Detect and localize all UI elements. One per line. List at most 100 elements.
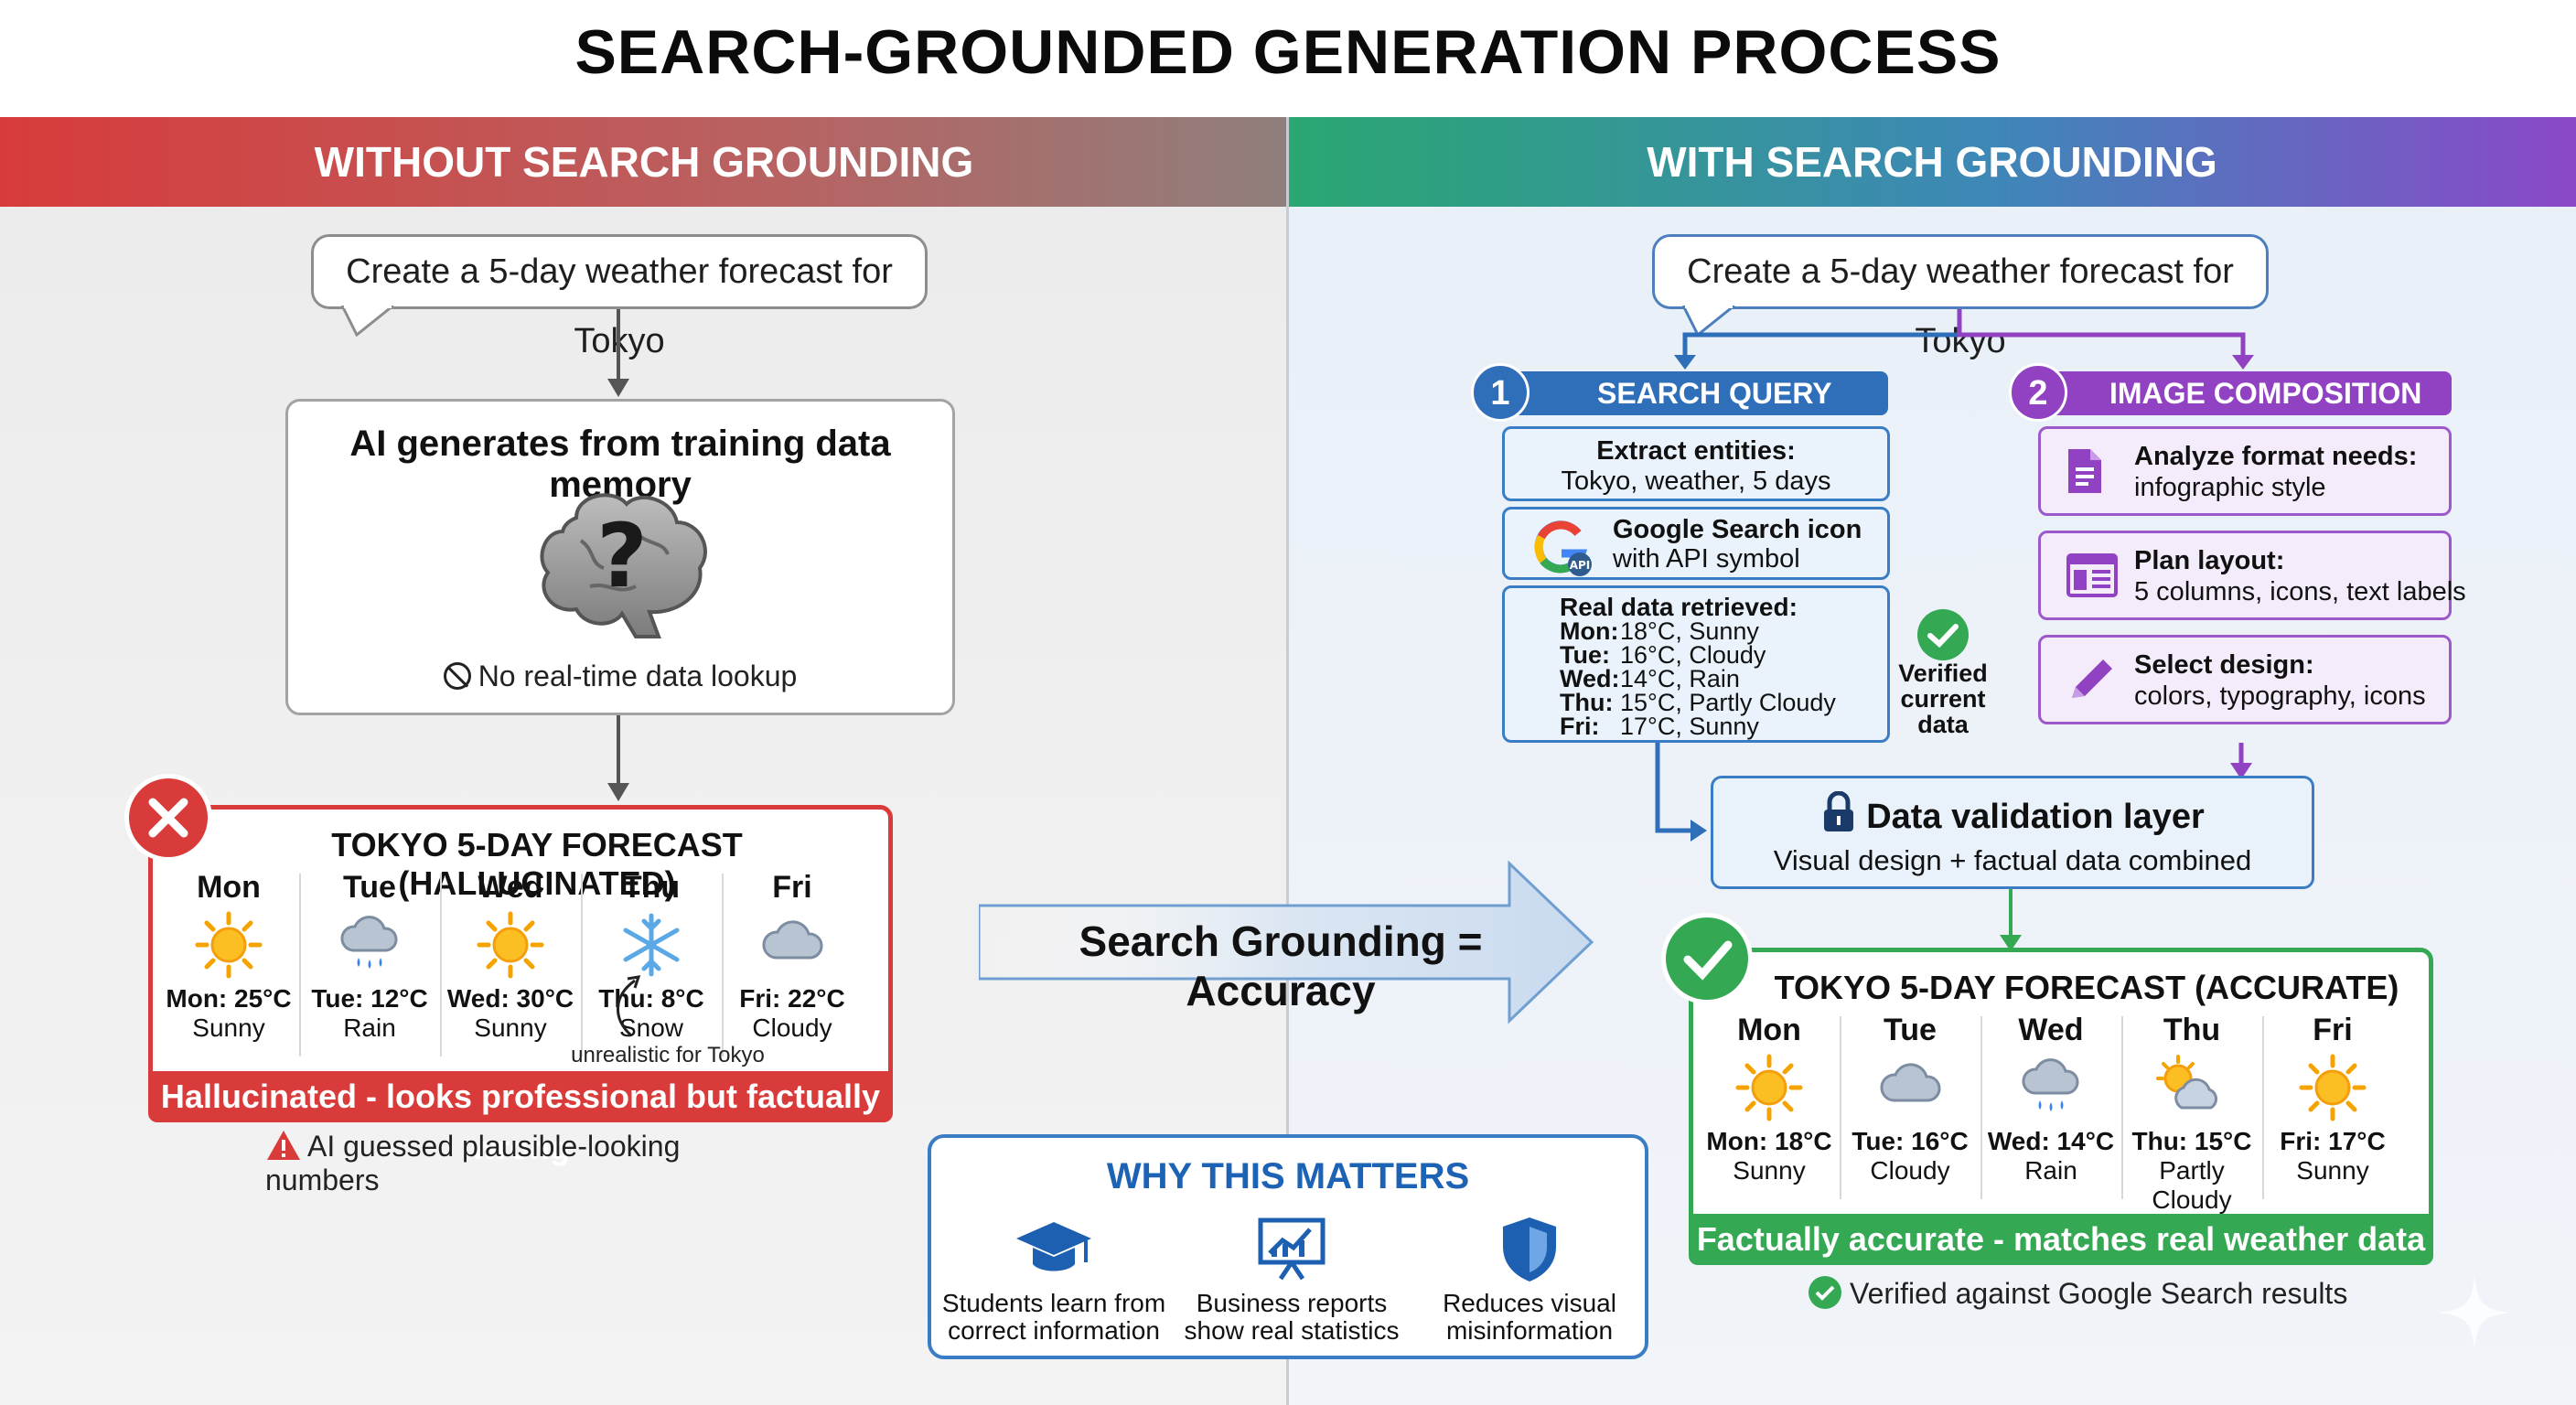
sun-icon (1699, 1048, 1840, 1127)
verified-label: Verified current data (1886, 660, 2000, 737)
lock-icon (1824, 790, 1854, 831)
why-item-line1: Business reports (1196, 1289, 1388, 1317)
why-item-line1: Reduces visual (1443, 1289, 1616, 1317)
retrieved-row: Wed:14°C, Rain (1560, 665, 1836, 692)
forecast-condition: Sunny (192, 1014, 265, 1042)
right-header: WITH SEARCH GROUNDING (1647, 138, 2217, 186)
forecast-temp: Thu: 8°C (598, 984, 704, 1013)
forecast-temp: Wed: 14°C (1987, 1127, 2115, 1155)
forecast-temp: Mon: 25°C (166, 984, 292, 1013)
column-divider (440, 874, 442, 1056)
image-composition-header: IMAGE COMPOSITION (2040, 371, 2452, 415)
error-x-icon (124, 774, 212, 862)
right-prompt-text: Create a 5-day weather forecast for Toky… (1687, 252, 2234, 360)
google-line2: with API symbol (1613, 544, 1800, 574)
rain-cloud-icon (299, 906, 440, 984)
cloud-icon (722, 906, 863, 984)
big-arrow-label: Search Grounding = Accuracy (1079, 917, 1483, 1014)
shield-icon (1411, 1211, 1648, 1286)
search-query-label: SEARCH QUERY (1597, 377, 1832, 410)
bubble-tail (340, 306, 394, 338)
svg-text:?: ? (596, 505, 648, 607)
step-2-badge: 2 (2009, 363, 2067, 422)
arrowhead (607, 379, 629, 397)
document-icon (2065, 445, 2105, 501)
forecast-day-name: Fri (2313, 1013, 2353, 1047)
arrow-connector (617, 715, 620, 785)
forecast-day-name: Fri (772, 870, 812, 905)
verified-line: Verified (1898, 660, 1988, 687)
forecast-condition: Rain (343, 1014, 396, 1042)
sun-icon (158, 906, 299, 984)
composition-step-value: colors, typography, icons (2134, 681, 2426, 711)
data-validation-card: Data validation layer Visual design + fa… (1711, 776, 2314, 889)
composition-step-value: infographic style (2134, 473, 2326, 502)
page-title: SEARCH-GROUNDED GENERATION PROCESS (574, 17, 2002, 87)
column-divider (299, 874, 301, 1056)
warning-text: AI guessed plausible-looking numbers (265, 1130, 681, 1196)
forecast-day-name: Tue (343, 870, 396, 905)
column-divider (1840, 1016, 1841, 1199)
branch-connectors (1674, 309, 2254, 370)
forecast-day-name: Thu (622, 870, 681, 905)
verified-note: Verified against Google Search results (1808, 1275, 2356, 1311)
forecast-condition: Sunny (2296, 1156, 2369, 1185)
extract-title: Extract entities: (1596, 436, 1796, 466)
sparkle-icon (2438, 1276, 2511, 1349)
forecast-day-name: Thu (2163, 1013, 2221, 1047)
arrowhead (607, 783, 629, 801)
unrealistic-annotation: unrealistic for Tokyo (571, 1043, 765, 1067)
rain-cloud-icon (1980, 1048, 2121, 1127)
left-header: WITHOUT SEARCH GROUNDING (314, 138, 974, 186)
why-matters-title: WHY THIS MATTERS (1106, 1156, 1470, 1196)
why-item-line1: Students learn from (941, 1289, 1166, 1317)
retrieved-row: Thu:15°C, Partly Cloudy (1560, 689, 1836, 716)
sun-icon (440, 906, 581, 984)
retrieved-day: Thu: (1560, 689, 1614, 716)
retrieved-title: Real data retrieved: (1560, 593, 1798, 621)
forecast-condition: Cloudy (1870, 1156, 1950, 1185)
left-prompt-bubble: Create a 5-day weather forecast for Toky… (311, 234, 928, 360)
arrow-connector (617, 309, 620, 381)
forecast-condition: Cloudy (752, 1014, 832, 1042)
retrieved-value: 15°C, Partly Cloudy (1620, 689, 1836, 716)
api-badge: API (1570, 559, 1591, 572)
retrieved-row: Mon:18°C, Sunny (1560, 617, 1836, 645)
validation-title-row: Data validation layer (1713, 790, 2312, 837)
hallucinated-bar: Hallucinated - looks professional but fa… (148, 1071, 893, 1166)
forecast-temp: Mon: 18°C (1706, 1127, 1832, 1155)
verified-line: data (1917, 711, 1969, 738)
google-line1: Google Search icon (1613, 515, 1862, 544)
forecast-temp: Wed: 30°C (446, 984, 574, 1013)
column-divider (581, 874, 583, 1056)
validation-title: Data validation layer (1866, 798, 2205, 836)
prohibited-icon (443, 662, 471, 690)
forecast-temp: Fri: 22°C (739, 984, 845, 1013)
sun-icon (2262, 1048, 2403, 1127)
right-header-band: WITH SEARCH GROUNDING (1288, 117, 2576, 207)
partly-cloudy-icon (2121, 1048, 2262, 1127)
brain-question-icon: ? (540, 493, 707, 638)
forecast-condition: Snow (618, 1014, 684, 1042)
google-search-icon: API (1534, 520, 1592, 576)
retrieved-row: Fri:17°C, Sunny (1560, 714, 1836, 739)
forecast-temp: Tue: 16°C (1852, 1127, 1969, 1155)
ai-memory-card: AI generates from training data memory ?… (285, 399, 955, 715)
retrieved-day: Wed: (1560, 665, 1620, 692)
retrieved-value: 14°C, Rain (1620, 665, 1740, 692)
composition-step-card: Analyze format needs:infographic style (2038, 426, 2452, 516)
layout-icon (2065, 550, 2120, 606)
forecast-day-name: Wed (478, 870, 543, 905)
search-query-header: SEARCH QUERY (1500, 371, 1888, 415)
success-check-icon (1661, 913, 1753, 1004)
warning-note: AI guessed plausible-looking numbers (265, 1129, 778, 1197)
no-lookup-text: No real-time data lookup (478, 660, 798, 692)
forecast-temp: Thu: 15°C (2131, 1127, 2252, 1155)
retrieved-value: 18°C, Sunny (1620, 617, 1759, 645)
